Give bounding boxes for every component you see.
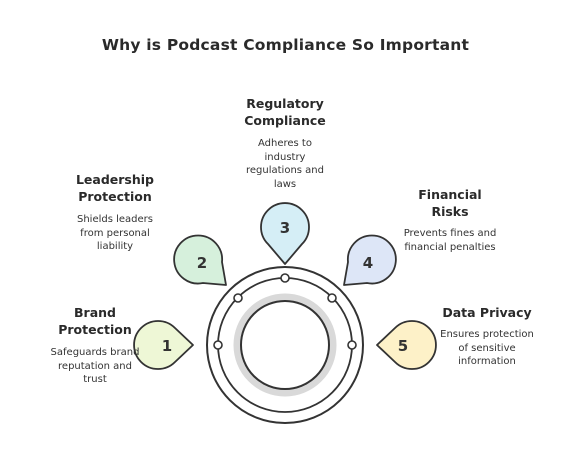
bubble-4-number: 4 [363,254,373,272]
bubble-4-shape [343,234,397,286]
central-rings [206,266,364,424]
bubble-4: 4 [343,234,397,286]
item-1-description: Safeguards brand reputation and trust [50,347,140,385]
bubble-2-number: 2 [197,254,207,272]
bubble-2-shape [173,234,227,286]
bubble-3: 3 [260,202,310,265]
item-5-description: Ensures protection of sensitive informat… [440,329,534,367]
connector-dot-1 [213,340,223,350]
bubble-5: 5 [376,320,437,370]
bubble-3-shape [260,202,310,265]
item-3-heading: Regulatory Compliance [244,96,326,128]
diagram-title: Why is Podcast Compliance So Important [101,36,470,54]
bubble-1: 1 [133,320,194,370]
item-4-description: Prevents fines and financial penalties [403,228,497,253]
item-1-heading: Brand Protection [58,305,132,337]
connector-dots [213,273,357,350]
item-5-heading: Data Privacy [442,305,532,320]
connector-dot-3 [280,273,290,283]
connector-dot-4 [327,293,337,303]
bubble-5-shape [376,320,437,370]
connector-dot-2 [233,293,243,303]
inner-ring [240,300,330,390]
bubble-3-number: 3 [280,219,290,237]
inner-ring-shadow [233,293,337,397]
connector-dot-5 [347,340,357,350]
item-2-heading: Leadership Protection [75,172,155,204]
item-2-description: Shields leaders from personal liability [76,214,153,252]
item-3-description: Adheres to industry regulations and laws [246,138,324,190]
item-4-heading: Financial Risks [418,187,482,219]
bubble-1-number: 1 [162,337,172,355]
bubble-5-number: 5 [398,337,408,355]
bubble-1-shape [133,320,194,370]
bubble-2: 2 [173,234,227,286]
